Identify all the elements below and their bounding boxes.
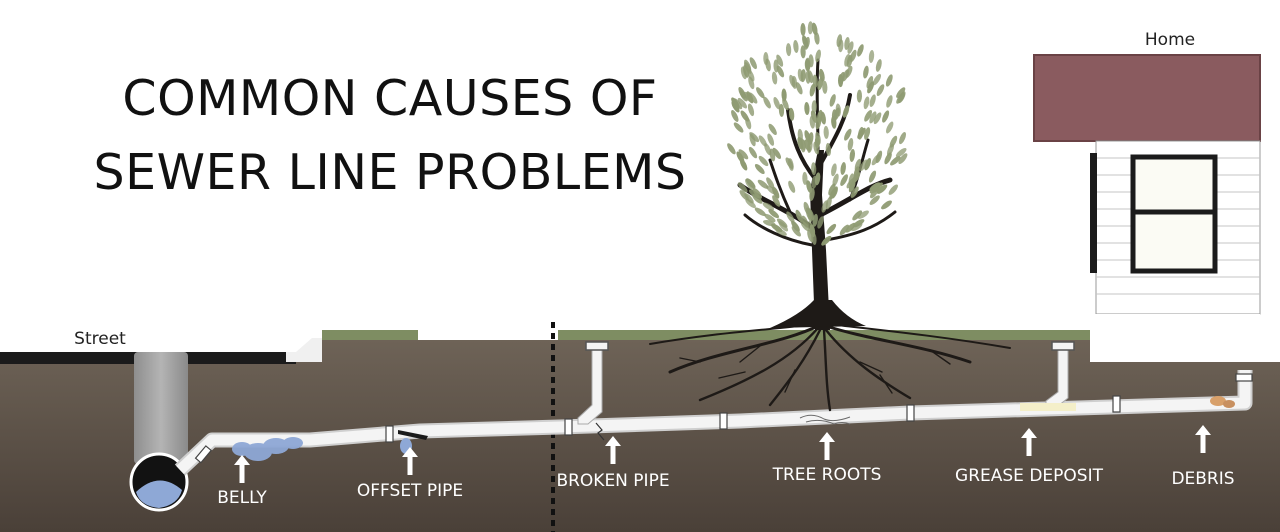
sewer-main-water (136, 480, 182, 508)
curb (286, 338, 322, 362)
roots-in-pipe (799, 414, 851, 425)
home-label: Home (1144, 30, 1196, 50)
offset-pipe-label: OFFSET PIPE (356, 481, 464, 501)
sewer-pipe (174, 370, 1253, 476)
tree-leaves (727, 21, 908, 246)
belly-arrow-icon (234, 455, 250, 483)
offset-pipe-arrow-icon (402, 447, 418, 475)
soil (0, 340, 1280, 532)
street-label: Street (74, 329, 126, 349)
house-shutter (1090, 153, 1097, 273)
belly-water (232, 437, 303, 461)
tree-roots-arrow-icon (819, 432, 835, 460)
broken-crack (595, 422, 605, 441)
tree-roots-label: TREE ROOTS (772, 465, 882, 485)
tree-trunk (770, 150, 866, 330)
manhole-shaft (134, 352, 188, 464)
broken-pipe-label: BROKEN PIPE (556, 471, 670, 491)
pipe-joints (194, 373, 1253, 464)
debris-arrow-icon (1195, 425, 1211, 453)
grass-strip-left (322, 330, 418, 340)
title-line-1: COMMON CAUSES OF (122, 70, 658, 127)
house-roof (1033, 54, 1261, 142)
broken-pipe-arrow-icon (605, 436, 621, 464)
cleanout-left (577, 341, 609, 425)
title-line-2: SEWER LINE PROBLEMS (93, 144, 687, 201)
debris-label: DEBRIS (1171, 469, 1235, 489)
house-foundation (1090, 314, 1260, 362)
belly-label: BELLY (217, 488, 267, 508)
grease-buildup (1020, 403, 1076, 411)
grease-deposit-arrow-icon (1021, 428, 1037, 456)
debris-clump (1210, 396, 1235, 408)
grease-deposit-label: GREASE DEPOSIT (955, 466, 1103, 486)
